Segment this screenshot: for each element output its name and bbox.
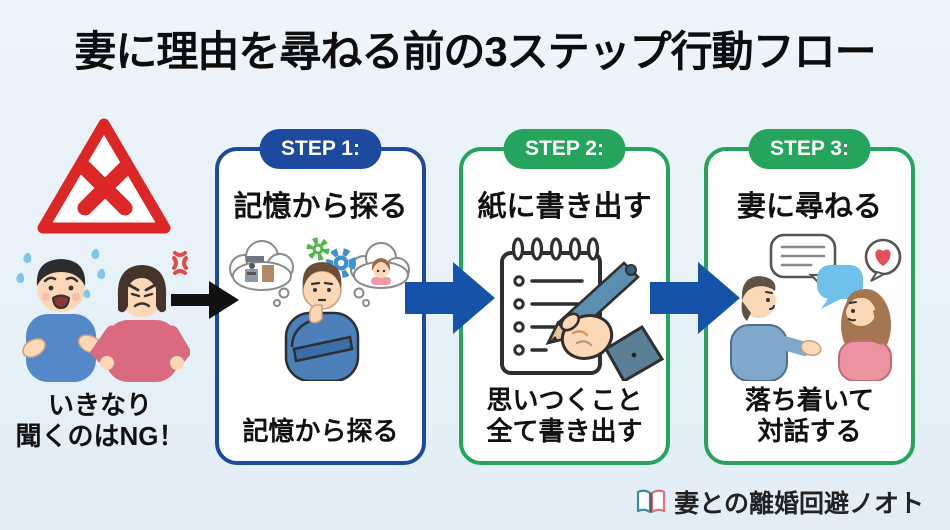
gears: [306, 237, 356, 278]
listening-woman: [837, 289, 892, 381]
brand-name: 妻との離婚回避ノオト: [674, 490, 924, 518]
open-book-icon: [637, 489, 666, 514]
talking-man: [729, 276, 822, 381]
warning-triangle-x-icon: [37, 118, 171, 234]
step3-badge: STEP 3:: [748, 129, 871, 169]
step2-title: 紙に書き出す: [477, 191, 652, 223]
step3-title: 妻に尋ねる: [736, 191, 882, 223]
crying-man: [16, 248, 106, 382]
thinking-man-illustration: [228, 237, 410, 381]
arguing-couple-illustration: [16, 248, 190, 382]
brand-footer: 妻との離婚回避ノオト: [635, 484, 924, 520]
ng-caption: いきなり 聞くのはNG！: [0, 390, 200, 451]
step2-badge: STEP 2:: [503, 129, 626, 169]
step3-card: STEP 3: 妻に尋ねる: [704, 129, 915, 465]
man: [284, 262, 359, 381]
blue-block-arrow-right-icon: [405, 262, 495, 334]
black-arrow-right-icon: [171, 281, 239, 319]
angry-woman: [89, 251, 190, 382]
blue-block-arrow-right-icon: [650, 262, 740, 334]
ng-caption-line1: いきなり: [47, 390, 152, 420]
step2-illustration: [466, 229, 664, 381]
step1-badge: STEP 1:: [259, 129, 382, 169]
speech-bubbles: [769, 233, 901, 309]
step1-caption: 記憶から探る: [242, 415, 399, 446]
couple-dialogue-illustration: [729, 233, 901, 381]
hand: [559, 312, 664, 381]
step2-caption: 思いつくこと 全て書き出す: [486, 384, 643, 446]
woman-doodle: [370, 258, 391, 285]
notepad-writing-illustration: [499, 237, 664, 381]
step1-title: 記憶から探る: [233, 191, 408, 223]
step3-illustration: [711, 229, 909, 381]
step3-caption: 落ち着いて 対話する: [744, 384, 875, 446]
step2-card: STEP 2: 紙に書き出す: [459, 129, 670, 465]
ng-warning-group: いきなり 聞くのはNG！: [0, 108, 200, 468]
page-title: 妻に理由を尋ねる前の3ステップ行動フロー: [74, 28, 876, 75]
ng-caption-line2: 聞くのはNG！: [15, 420, 185, 451]
kitchen-doodle: [244, 256, 274, 282]
step1-card: STEP 1: 記憶から探る: [215, 129, 426, 465]
step1-illustration: [222, 229, 420, 381]
